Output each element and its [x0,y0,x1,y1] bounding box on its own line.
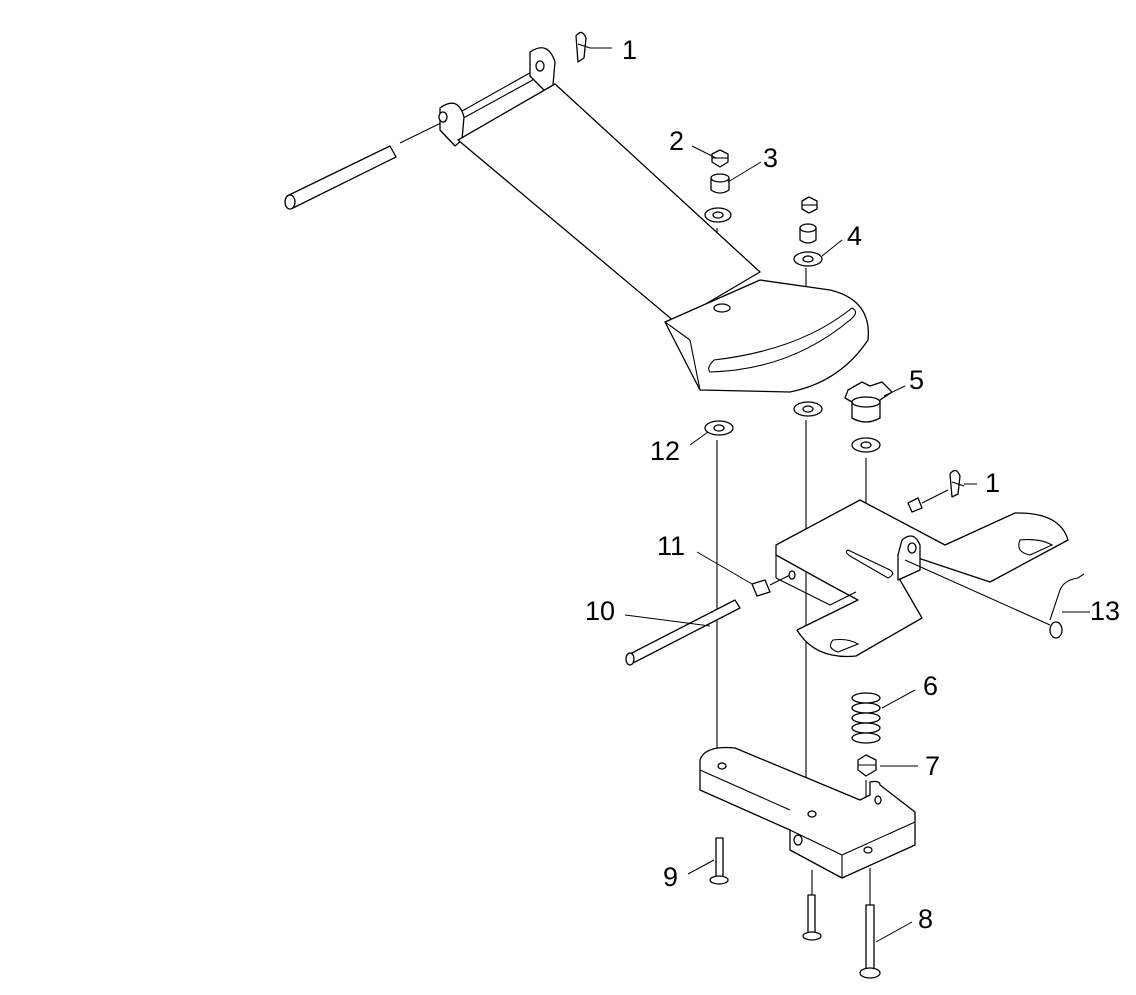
callouts: 1 2 3 4 5 1 12 11 10 13 6 7 9 8 [585,35,1120,934]
callout-13: 13 [1090,596,1120,626]
callout-2: 2 [669,126,684,156]
callout-8: 8 [918,904,933,934]
spring-6 [851,692,881,744]
handle-pin [284,69,541,210]
bolts [709,837,881,979]
callout-1-right: 1 [985,468,1000,498]
callout-6: 6 [923,671,938,701]
callout-3: 3 [763,143,778,173]
callout-9: 9 [663,862,678,892]
bolt-8 [859,904,881,979]
callout-4: 4 [847,221,862,251]
callout-7: 7 [925,751,940,781]
middle-bracket [625,489,1085,666]
callout-11: 11 [657,531,685,561]
hardware-upper [704,149,893,453]
clip-parts [575,31,965,498]
handle-arm [438,47,869,393]
callout-12: 12 [650,436,680,466]
bolt-9 [709,837,729,885]
spring-and-nut [851,692,881,777]
callout-5: 5 [909,365,924,395]
base-bracket [699,746,916,879]
bolt-center [802,894,822,941]
leader-lines [590,47,1090,943]
assembly-lines [716,228,871,905]
callout-1-top: 1 [622,35,637,65]
callout-10: 10 [585,596,615,626]
